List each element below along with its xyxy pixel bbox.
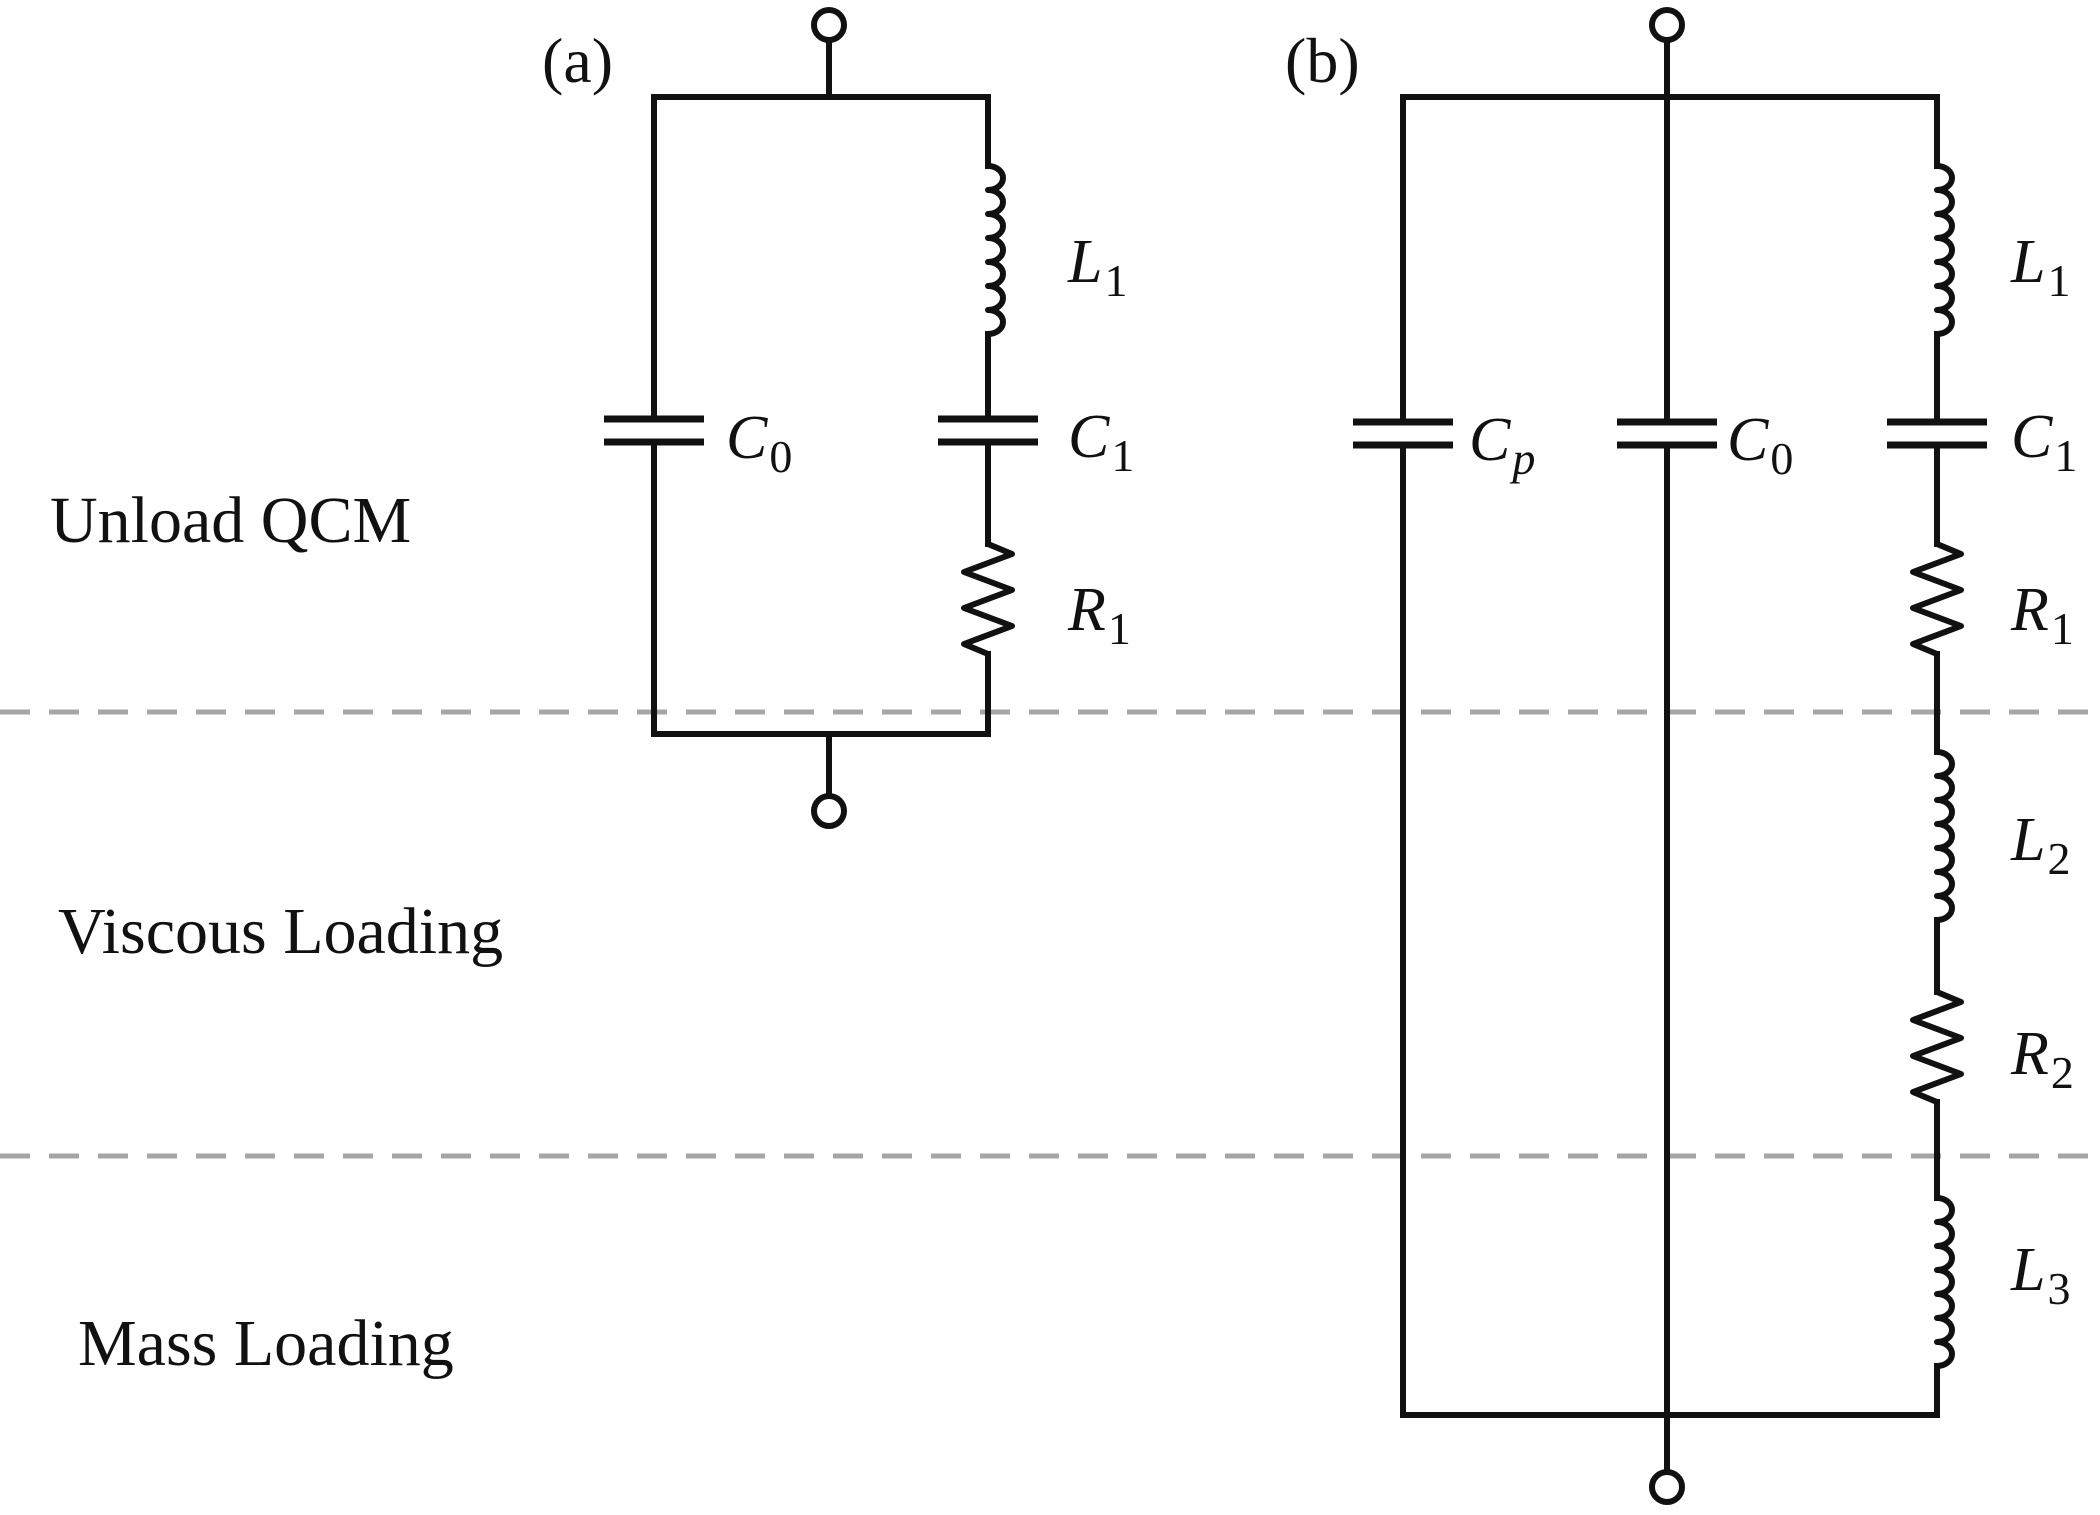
- resistor-r2: [1910, 989, 1964, 1105]
- inductor-l2: [1934, 749, 1955, 923]
- resistor-r1-a: [961, 541, 1015, 657]
- inductor-l1-a: [985, 163, 1006, 337]
- inductor-l1-b: [1934, 163, 1955, 337]
- label-r1-a: R1: [1067, 576, 1131, 654]
- circuit-b: (b) Cp C0 L1 C1 R1 L2 R2: [1285, 7, 2077, 1505]
- label-r1-b: R1: [2010, 576, 2074, 654]
- panel-label-b: (b): [1285, 25, 1360, 96]
- inductor-l3: [1934, 1195, 1955, 1369]
- terminal-bottom-a: [811, 793, 847, 829]
- resistor-r1-b: [1910, 541, 1964, 657]
- label-c0-b: C0: [1727, 406, 1793, 484]
- region-label-unloaded: Unload QCM: [50, 484, 411, 557]
- terminal-top-b: [1649, 7, 1685, 43]
- label-l3: L3: [2010, 1236, 2070, 1314]
- circuit-a: (a) C0 L1 C1 R1: [542, 7, 1134, 829]
- panel-label-a: (a): [542, 25, 613, 96]
- label-l1-a: L1: [1067, 228, 1127, 306]
- label-c0-a: C0: [726, 404, 792, 482]
- region-label-mass: Mass Loading: [78, 1307, 454, 1380]
- label-c1-a: C1: [1068, 403, 1134, 481]
- label-l2: L2: [2010, 806, 2070, 884]
- terminal-top-a: [811, 7, 847, 43]
- label-r2: R2: [2010, 1020, 2074, 1098]
- label-cp: Cp: [1469, 406, 1535, 484]
- region-label-viscous: Viscous Loading: [58, 895, 503, 968]
- label-c1-b: C1: [2011, 403, 2077, 481]
- terminal-bottom-b: [1649, 1469, 1685, 1505]
- label-l1-b: L1: [2010, 228, 2070, 306]
